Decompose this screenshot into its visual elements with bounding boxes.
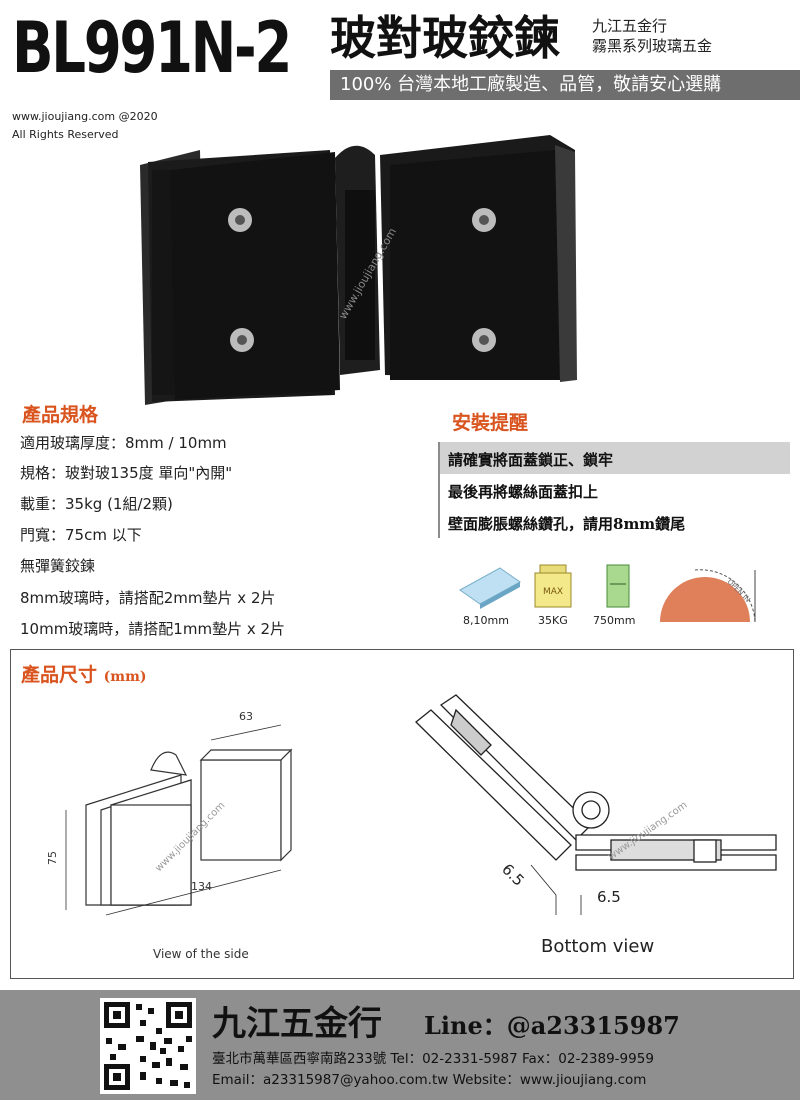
glass-label: 8,10mm	[463, 614, 509, 627]
spec-line: 規格：玻對玻135度 單向"內開"	[20, 464, 233, 482]
qr-code-icon	[100, 998, 196, 1094]
bottom-caption: Bottom view	[541, 936, 654, 957]
line-id: Line：@a23315987	[424, 1011, 680, 1040]
install-line: 壁面膨脹螺絲鑽孔，請用8mm鑽尾	[448, 515, 686, 533]
spec-line: 適用玻璃厚度：8mm / 10mm	[20, 434, 227, 452]
install-line: 最後再將螺絲面蓋扣上	[448, 483, 599, 501]
max-weight-icon: MAX	[534, 564, 572, 608]
product-photo: www.jioujiang.com	[140, 135, 577, 405]
dimension-drawings: 63 75 134 View of the side www.jioujiang…	[46, 694, 777, 961]
install-box: 請確實將面蓋鎖正、鎖牢 最後再將螺絲面蓋扣上 壁面膨脹螺絲鑽孔，請用8mm鑽尾	[438, 442, 790, 538]
bottom-view-drawing	[415, 694, 777, 915]
product-title: 玻對玻鉸鍊	[330, 11, 560, 65]
brand-series: 霧黑系列玻璃五金	[592, 37, 713, 55]
copyright: www.jioujiang.com @2020 All Rights Reser…	[12, 108, 158, 144]
dim-6-5-b: 6.5	[597, 888, 621, 906]
install-title: 安裝提醒	[452, 412, 529, 434]
spec-line: 門寬：75cm 以下	[20, 526, 142, 544]
address-contacts: 臺北市萬華區西寧南路233號 Tel：02-2331-5987 Fax：02-2…	[212, 1051, 654, 1067]
spec-line: 載重：35kg (1組/2顆)	[20, 495, 173, 513]
dim-6-5-a: 6.5	[498, 860, 528, 890]
door-width-icon	[606, 564, 630, 608]
spec-line: 8mm玻璃時，請搭配2mm墊片 x 2片	[20, 589, 276, 607]
dimensions-title: 產品尺寸 (mm)	[21, 660, 147, 687]
dimensions-panel: 產品尺寸 (mm) 63 75 134 View of the side www…	[10, 649, 794, 979]
copyright-rights: All Rights Reserved	[12, 128, 119, 141]
brand-name: 九江五金行	[592, 17, 668, 35]
specs-title: 產品規格	[22, 404, 99, 426]
slogan-bar: 100% 台灣本地工廠製造、品管，敬請安心選購	[330, 70, 800, 100]
glass-thickness-icon	[459, 567, 521, 609]
side-view-drawing	[65, 724, 293, 916]
model-number: BL991N-2	[12, 7, 292, 89]
side-caption: View of the side	[153, 947, 249, 961]
header: BL991N-2 玻對玻鉸鍊 九江五金行 霧黑系列玻璃五金 100% 台灣本地工…	[0, 0, 800, 100]
brand-lines: 九江五金行 霧黑系列玻璃五金	[592, 16, 712, 56]
max-text: MAX	[543, 587, 563, 597]
dimensions-unit: (mm)	[103, 669, 147, 685]
spec-line: 10mm玻璃時，請搭配1mm墊片 x 2片	[20, 620, 286, 638]
spec-line: 無彈簧鉸鍊	[20, 557, 96, 575]
spec-icons: MAX OPEN IN	[459, 564, 756, 623]
install-line: 請確實將面蓋鎖正、鎖牢	[448, 451, 614, 469]
dim-63: 63	[239, 710, 253, 723]
dim-134: 134	[191, 880, 212, 893]
footer: 九江五金行 Line：@a23315987 臺北市萬華區西寧南路233號 Tel…	[0, 990, 800, 1100]
weight-label: 35KG	[538, 614, 568, 627]
install-bar	[438, 442, 790, 474]
company-name: 九江五金行	[212, 1004, 382, 1044]
dim-75: 75	[46, 851, 59, 865]
dimensions-title-text: 產品尺寸	[21, 664, 98, 686]
install-divider	[438, 442, 440, 538]
width-label: 750mm	[593, 614, 636, 627]
email-website: Email：a23315987@yahoo.com.tw Website：www…	[212, 1072, 647, 1088]
copyright-url: www.jioujiang.com @2020	[12, 110, 158, 123]
open-angle-icon: OPEN IN	[660, 569, 756, 623]
